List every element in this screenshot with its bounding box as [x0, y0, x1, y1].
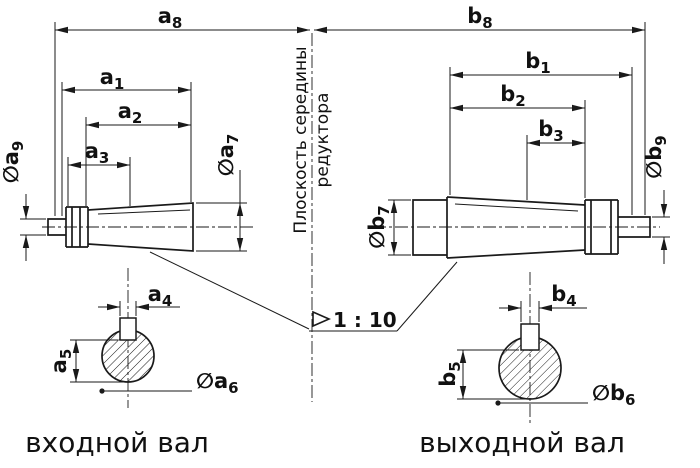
dim-label-a4: a4 [148, 282, 173, 310]
dim-label-a3: a3 [85, 139, 110, 167]
output-shaft-outline [412, 196, 651, 259]
input-key-slot [119, 317, 137, 341]
dim-label-a5: a5 [47, 349, 75, 374]
dim-label-b6: ∅b6 [592, 381, 635, 409]
dim-label-b1: b1 [525, 49, 550, 77]
dim-label-b7: ∅b7 [365, 205, 393, 248]
dim-label-a7: ∅a7 [214, 134, 242, 177]
taper-symbol-icon [312, 310, 331, 328]
dim-label-b4: b4 [551, 282, 576, 310]
input-shaft-outline [47, 202, 194, 252]
dimension-labels: a8 b8 a1 a2 a3 b1 b2 b3 a4 b4 ∅a6 ∅b6 a5… [0, 4, 670, 409]
dim-label-a2: a2 [118, 99, 143, 127]
output-key-slot [520, 323, 540, 351]
dimension-lines [22, 26, 668, 404]
dim-label-a6: ∅a6 [196, 369, 239, 397]
taper-ratio: 1 : 10 [333, 308, 397, 332]
taper-callout: 1 : 10 [149, 251, 458, 332]
captions: входной вал выходной вал [25, 426, 625, 459]
dim-label-b2: b2 [500, 82, 525, 110]
dim-label-a9: ∅a9 [0, 141, 27, 184]
a6-leader-dot [99, 388, 105, 394]
center-plane-text-line1: Плоскость середины [291, 46, 311, 233]
dim-label-a1: a1 [100, 65, 125, 93]
dim-label-b8: b8 [467, 4, 492, 32]
dim-label-b3: b3 [538, 117, 563, 145]
center-plane-text-line2: редуктора [313, 93, 333, 188]
dim-label-b9: ∅b9 [642, 135, 670, 178]
caption-output-shaft: выходной вал [419, 426, 625, 459]
dim-label-a8: a8 [158, 4, 183, 32]
output-shaft-section [498, 323, 562, 400]
caption-input-shaft: входной вал [25, 426, 209, 459]
center-plane-label: Плоскость середины редуктора [290, 45, 335, 235]
dim-label-b5: b5 [436, 361, 464, 386]
b6-leader-dot [495, 400, 501, 406]
input-shaft-section [101, 317, 155, 383]
